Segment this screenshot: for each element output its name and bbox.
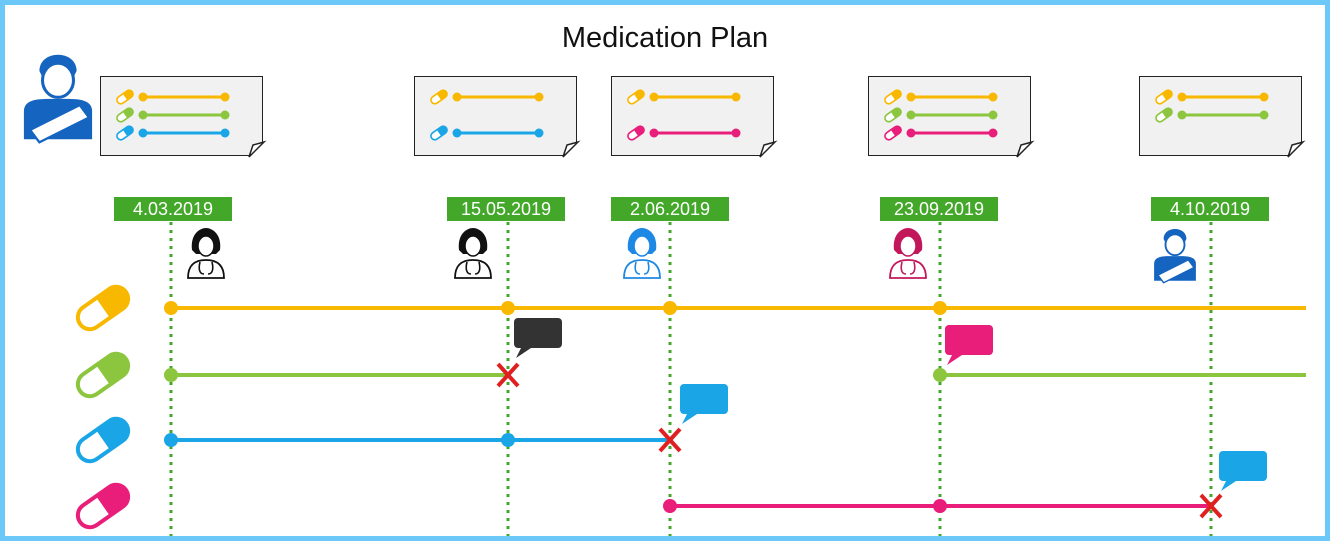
plan-dot — [534, 128, 544, 138]
date-badge: 4.03.2019 — [114, 197, 232, 221]
mini-pill-icon — [627, 125, 645, 141]
pill-icon — [75, 482, 131, 530]
plan-dot — [534, 92, 544, 102]
plan-dot — [649, 92, 659, 102]
mini-pill-icon — [884, 125, 902, 141]
dose-marker — [501, 433, 515, 447]
mini-pill-icon — [1155, 89, 1173, 105]
mini-pill-icon — [430, 125, 448, 141]
page-fold — [248, 140, 267, 158]
page-fold — [1287, 140, 1306, 158]
actors — [23, 54, 1196, 284]
mini-pill-icon — [884, 89, 902, 105]
comment-bubble-icon — [680, 384, 728, 424]
plan-dot — [988, 110, 998, 120]
plan-dot — [988, 92, 998, 102]
mini-pill-icon — [116, 125, 134, 141]
plan-card — [414, 76, 581, 158]
plan-dot — [452, 128, 462, 138]
diagram-title: Medication Plan — [561, 22, 769, 54]
dose-marker — [933, 499, 947, 513]
comment-bubble-icon — [1219, 451, 1267, 491]
medication-pills — [75, 284, 131, 530]
medication-lines — [164, 301, 1306, 519]
mini-pill-icon — [116, 89, 134, 105]
dose-marker — [663, 499, 677, 513]
mini-pill-icon — [430, 89, 448, 105]
dose-marker — [164, 301, 178, 315]
date-badge: 4.10.2019 — [1151, 197, 1269, 221]
mini-pill-icon — [1155, 107, 1173, 123]
plan-dot — [138, 110, 148, 120]
female-doctor-icon — [889, 228, 927, 279]
patient-sling-icon — [23, 54, 93, 144]
stop-marker-icon — [496, 362, 520, 388]
plan-dot — [906, 92, 916, 102]
dose-marker — [933, 301, 947, 315]
page-fold — [759, 140, 778, 158]
plan-card — [868, 76, 1035, 158]
stop-marker-icon — [1199, 493, 1223, 519]
plan-dot — [452, 92, 462, 102]
plan-dot — [138, 92, 148, 102]
pill-icon — [75, 351, 131, 399]
plan-card — [611, 76, 778, 158]
mini-pill-icon — [884, 107, 902, 123]
dose-marker — [164, 368, 178, 382]
plan-dot — [1259, 110, 1269, 120]
plan-dot — [731, 92, 741, 102]
mini-pill-icon — [116, 107, 134, 123]
pill-icon — [75, 284, 131, 332]
female-doctor-icon — [454, 228, 492, 279]
plan-dot — [220, 110, 230, 120]
plan-card — [1139, 76, 1306, 158]
dose-marker — [663, 301, 677, 315]
comment-bubble-icon — [514, 318, 562, 358]
stop-marker-icon — [658, 427, 682, 453]
mini-pill-icon — [627, 89, 645, 105]
plan-dot — [138, 128, 148, 138]
plan-dot — [906, 110, 916, 120]
plan-dot — [906, 128, 916, 138]
date-badge: 15.05.2019 — [447, 197, 565, 221]
dose-marker — [164, 433, 178, 447]
pill-icon — [75, 416, 131, 464]
plan-dot — [1259, 92, 1269, 102]
plan-dot — [1177, 110, 1187, 120]
plan-dot — [1177, 92, 1187, 102]
page-fold — [1016, 140, 1035, 158]
plan-card — [100, 76, 267, 158]
female-doctor-icon — [187, 228, 225, 279]
patient-sling-icon — [1154, 229, 1196, 284]
dose-marker — [933, 368, 947, 382]
plan-dot — [988, 128, 998, 138]
plan-dot — [649, 128, 659, 138]
plan-dot — [220, 92, 230, 102]
female-doctor-icon — [623, 228, 661, 279]
date-guides — [169, 222, 1213, 536]
date-badge: 2.06.2019 — [611, 197, 729, 221]
dose-marker — [501, 301, 515, 315]
comment-bubble-icon — [945, 325, 993, 365]
page-fold — [562, 140, 581, 158]
plan-dot — [731, 128, 741, 138]
plan-dot — [220, 128, 230, 138]
comments — [514, 318, 1267, 491]
date-badge: 23.09.2019 — [880, 197, 998, 221]
